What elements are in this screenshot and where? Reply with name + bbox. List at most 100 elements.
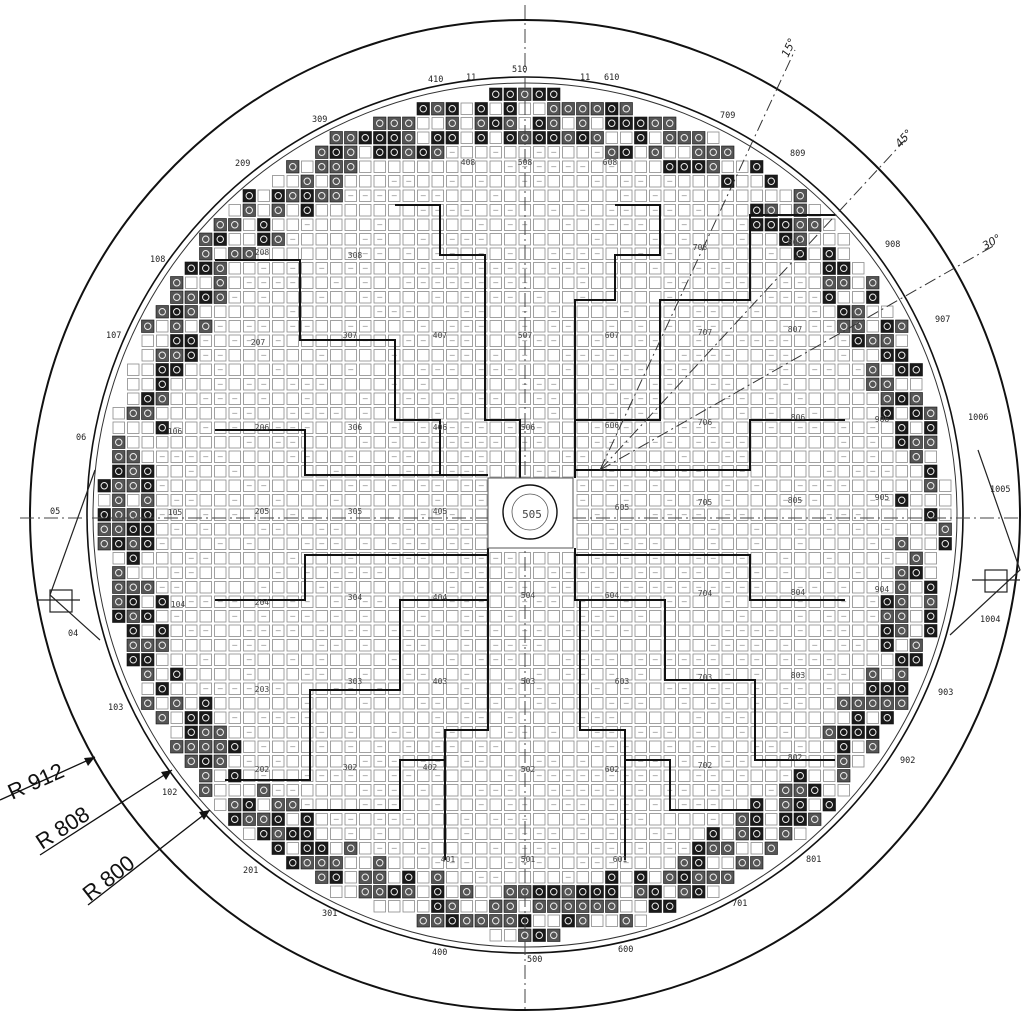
grid-cell [330,842,343,855]
edge-assembly-cell [431,914,445,928]
grid-cell [257,552,270,565]
grid-cell [402,494,415,507]
grid-cell [663,349,676,362]
grid-cell [446,668,459,681]
grid-cell [692,233,705,246]
grid-cell [692,682,705,695]
grid-cell [852,668,865,681]
grid-cell [243,450,256,463]
grid-cell [721,233,734,246]
edge-assembly-cell [547,899,561,913]
grid-cell [678,407,691,420]
grid-cell [576,320,589,333]
grid-cell [199,276,212,289]
grid-cell [475,682,488,695]
grid-cell [214,784,227,797]
grid-cell [301,349,314,362]
assembly-marker [753,221,761,229]
edge-assembly-cell [431,131,445,145]
zone-label: 604 [605,591,620,600]
grid-cell [388,276,401,289]
grid-cell [721,653,734,666]
grid-cell [286,581,299,594]
grid-cell [141,450,154,463]
zone-boundary [444,600,489,860]
grid-cell [765,465,778,478]
grid-cell [431,552,444,565]
grid-cell [779,537,792,550]
assembly-marker [100,482,108,490]
assembly-marker [289,859,297,867]
assembly-marker [144,583,152,591]
grid-cell [402,711,415,724]
edge-assembly-cell [199,261,213,275]
grid-cell [866,320,879,333]
grid-cell [228,537,241,550]
grid-cell [214,421,227,434]
grid-cell [373,653,386,666]
grid-cell [649,711,662,724]
edge-assembly-cell [547,87,561,101]
edge-assembly-cell [561,914,575,928]
grid-cell [301,494,314,507]
edge-assembly-cell [141,508,155,522]
grid-cell [359,363,372,376]
assembly-marker [854,337,862,345]
grid-cell [808,436,821,449]
assembly-marker [347,148,355,156]
zone-label: 708 [693,243,708,252]
zone-boundary [215,554,488,601]
grid-cell [431,813,444,826]
assembly-marker [187,728,195,736]
edge-assembly-cell [344,160,358,174]
grid-cell [779,740,792,753]
edge-assembly-cell [184,711,198,725]
grid-cell [591,262,604,275]
assembly-marker [158,380,166,388]
assembly-marker [608,902,616,910]
assembly-marker [173,308,181,316]
grid-cell [692,378,705,391]
grid-cell [315,566,328,579]
assembly-marker [376,859,384,867]
edge-assembly-cell [300,841,314,855]
edge-assembly-cell [605,899,619,913]
assembly-marker [927,424,935,432]
assembly-marker [767,177,775,185]
assembly-marker [303,192,311,200]
assembly-marker [898,395,906,403]
zone-label: 408 [461,158,476,167]
grid-cell [330,784,343,797]
grid-cell [446,798,459,811]
grid-cell [591,189,604,202]
edge-label: 908 [885,240,900,250]
edge-assembly-cell [895,537,909,551]
angle-label-45: 45° [893,127,916,150]
grid-cell [692,755,705,768]
assembly-marker [231,250,239,258]
grid-cell [736,740,749,753]
edge-assembly-cell [909,435,923,449]
grid-cell [736,175,749,188]
edge-assembly-cell [184,754,198,768]
grid-cell [417,624,430,637]
grid-cell [533,798,546,811]
grid-cell [460,900,473,913]
edge-assembly-cell [866,696,880,710]
edge-assembly-cell [895,624,909,638]
zone-label: 806 [791,413,806,422]
assembly-marker [144,699,152,707]
grid-cell [852,262,865,275]
grid-cell [707,711,720,724]
assembly-marker [535,119,543,127]
assembly-marker [637,888,645,896]
grid-cell [765,726,778,739]
grid-cell [663,233,676,246]
assembly-marker [318,148,326,156]
grid-cell [373,552,386,565]
grid-cell [736,566,749,579]
edge-assembly-cell [677,885,691,899]
grid-cell [895,334,908,347]
edge-assembly-cell [851,334,865,348]
assembly-marker [158,395,166,403]
